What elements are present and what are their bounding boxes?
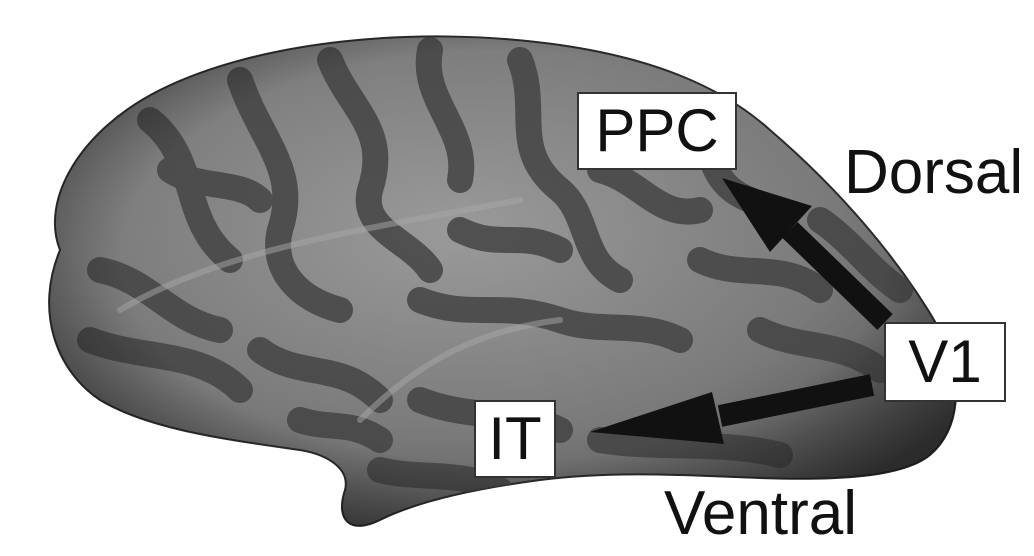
ventral-stream-label: Ventral	[664, 483, 857, 545]
dorsal-stream-label: Dorsal	[844, 142, 1023, 204]
v1-label: V1	[884, 322, 1006, 402]
it-label: IT	[474, 400, 556, 478]
ppc-label: PPC	[577, 92, 737, 170]
